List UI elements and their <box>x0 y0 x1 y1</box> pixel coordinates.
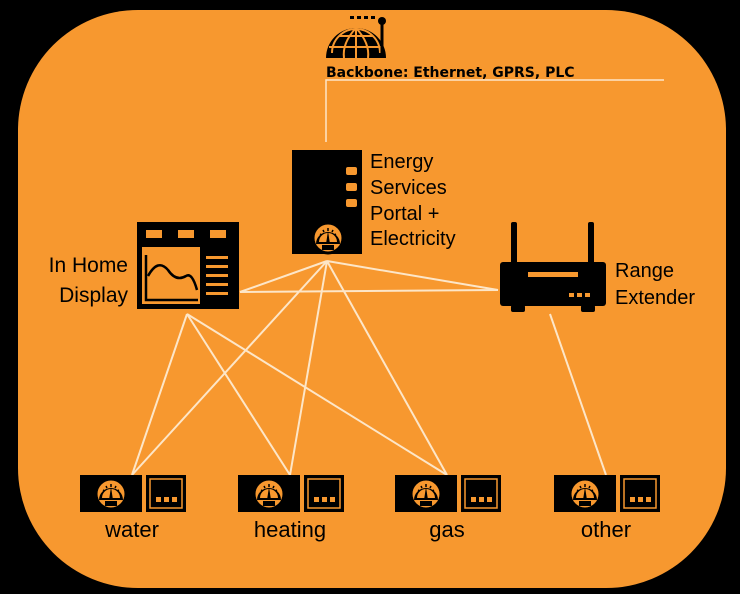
meter-label-other: other <box>581 517 631 542</box>
range-extender-label-line: Extender <box>615 287 695 309</box>
link-portal-to-water <box>131 260 328 476</box>
meters-layer: water heating gas other <box>80 475 660 542</box>
gauge-icon <box>395 475 501 512</box>
gauge-icon <box>80 475 186 512</box>
link-in_home_display-to-heating <box>186 313 291 476</box>
meter-label-heating: heating <box>254 517 326 542</box>
meter-water: water <box>80 475 186 542</box>
link-in_home_display-to-range_extender <box>239 289 499 293</box>
portal-label-line: Electricity <box>370 228 456 250</box>
links-layer <box>131 260 607 476</box>
meter-label-gas: gas <box>429 517 464 542</box>
in-home-display-label-line: In Home <box>49 254 128 277</box>
link-in_home_display-to-water <box>131 313 188 476</box>
meter-other: other <box>554 475 660 542</box>
link-portal-to-in_home_display <box>239 260 328 293</box>
meter-label-water: water <box>104 517 159 542</box>
backbone-label: Backbone: Ethernet, GPRS, PLC <box>326 65 575 81</box>
gauge-icon <box>238 475 344 512</box>
display-screen-icon <box>137 222 239 309</box>
link-in_home_display-to-gas <box>186 313 448 476</box>
meter-cabinet-icon <box>292 150 362 255</box>
globe-antenna-icon <box>326 16 386 59</box>
in-home-display-label-line: Display <box>59 284 128 307</box>
portal-label-line: Portal + <box>370 203 439 225</box>
meter-gas: gas <box>395 475 501 542</box>
router-icon <box>500 222 606 312</box>
link-portal-to-gas <box>326 260 448 476</box>
portal-label-line: Energy <box>370 151 433 173</box>
link-portal-to-heating <box>289 260 328 476</box>
in-home-display-label: In Home Display <box>49 254 129 307</box>
portal-label: Energy Services Portal + Electricity <box>370 151 456 250</box>
backbone-cable <box>325 79 664 142</box>
portal-label-line: Services <box>370 177 447 199</box>
meter-heating: heating <box>238 475 344 542</box>
diagram-background <box>18 10 726 588</box>
range-extender-label: Range Extender <box>615 260 695 309</box>
link-range_extender-to-other <box>549 313 607 476</box>
gauge-icon <box>554 475 660 512</box>
link-portal-to-range_extender <box>326 260 499 291</box>
range-extender-label-line: Range <box>615 260 674 282</box>
